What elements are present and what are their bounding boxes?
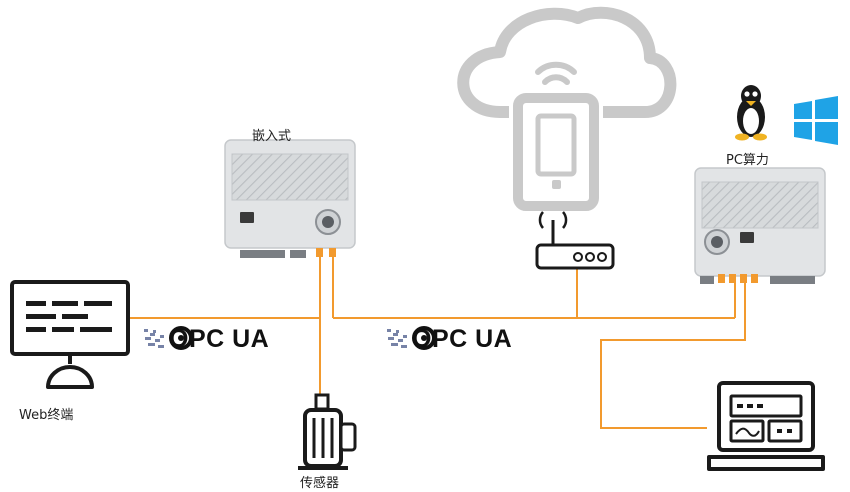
linux-tux-icon xyxy=(735,85,767,141)
motor-sensor-icon xyxy=(298,393,357,470)
opc-ua-text-left: OPC UA xyxy=(169,325,269,353)
opc-ua-logo-left: OPC UA xyxy=(144,325,269,353)
windows-logo-icon xyxy=(794,96,838,145)
router-icon xyxy=(535,211,615,270)
laptop-link xyxy=(600,282,746,429)
network-links xyxy=(130,250,746,429)
monitor-icon xyxy=(10,280,130,389)
cloud-phone-icon xyxy=(457,6,677,211)
opc-ua-text-center: OPC UA xyxy=(412,325,512,353)
laptop-icon xyxy=(707,381,825,471)
sensor-label: 传感器 xyxy=(300,476,340,491)
controller-logo-icon xyxy=(240,212,254,223)
pc-compute-label: PC算力 xyxy=(726,153,769,168)
web-terminal-label: Web终端 xyxy=(19,408,74,423)
pc-logo-icon xyxy=(740,232,754,243)
pc-controller xyxy=(694,167,826,284)
embedded-controller xyxy=(224,139,356,258)
embedded-label: 嵌入式 xyxy=(252,129,292,144)
opc-ua-logo-center: OPC UA xyxy=(387,325,512,353)
